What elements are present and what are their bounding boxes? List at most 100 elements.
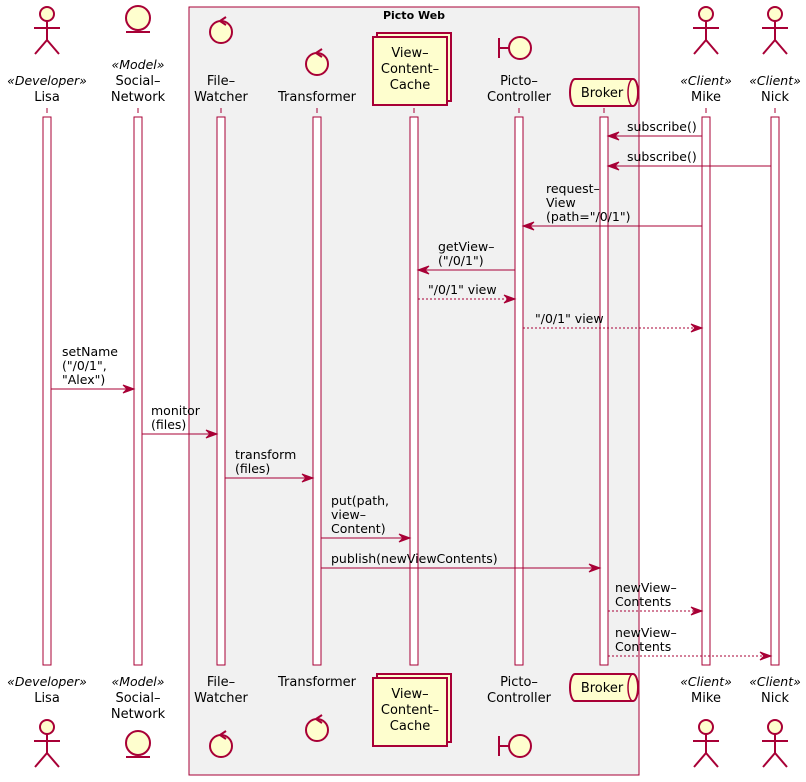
- participant-name: Cache: [390, 719, 430, 734]
- message-label: subscribe(): [627, 119, 697, 134]
- participant-file_watcher-top: File–Watcher: [194, 16, 249, 105]
- participant-name: Broker: [581, 86, 624, 101]
- participant-lisa-bottom: «Developer»Lisa: [7, 674, 87, 768]
- participant-view_content_cache-bottom: View–Content–Cache: [372, 673, 452, 747]
- picto-web-box-title: Picto Web: [383, 9, 445, 22]
- participant-name: Network: [111, 707, 166, 722]
- message-arrowhead: [205, 429, 219, 439]
- message-6: "/0/1" view: [523, 311, 704, 333]
- message-label: view–: [331, 507, 366, 522]
- participant-name: Nick: [761, 691, 789, 706]
- message-label: newView–: [615, 625, 677, 640]
- participant-name: Network: [111, 90, 166, 105]
- message-label: subscribe(): [627, 149, 697, 164]
- message-arrowhead: [588, 563, 602, 573]
- stereotype-label: «Client»: [680, 674, 732, 689]
- participant-file_watcher-bottom: File–Watcher: [194, 675, 249, 758]
- participant-name: Content–: [381, 703, 439, 718]
- message-label: put(path,: [331, 493, 389, 508]
- message-label: Contents: [615, 594, 671, 609]
- participant-name: Picto–: [500, 74, 538, 89]
- message-7: setName("/0/1","Alex"): [51, 344, 136, 394]
- participant-picto_controller-top: Picto–Controller: [487, 36, 552, 105]
- message-label: "/0/1" view: [535, 311, 604, 326]
- stereotype-label: «Developer»: [7, 674, 87, 689]
- participant-name: Broker: [581, 681, 624, 696]
- message-1: subscribe(): [606, 119, 702, 141]
- message-3: request–View(path="/0/1"): [521, 181, 702, 231]
- message-arrowhead: [690, 323, 704, 333]
- activation-bar-nick: [770, 116, 780, 666]
- participant-nick-top: «Client» Nick: [749, 6, 801, 105]
- message-arrowhead: [301, 473, 315, 483]
- message-11: publish(newViewContents): [321, 551, 602, 573]
- activation-bar-lisa: [42, 116, 52, 666]
- participant-name: Controller: [487, 90, 552, 105]
- participant-view_content_cache-top: View–Content–Cache: [372, 32, 452, 106]
- stereotype-label: «Client»: [680, 73, 732, 88]
- message-arrowhead: [416, 265, 430, 275]
- stereotype-label: «Client»: [749, 674, 801, 689]
- participant-mike-top: «Client»Mike: [680, 6, 732, 105]
- message-label: ("/0/1",: [62, 358, 107, 373]
- message-arrowhead: [521, 221, 535, 231]
- message-label: transform: [235, 447, 296, 462]
- message-2: subscribe(): [606, 149, 771, 171]
- message-5: "/0/1" view: [418, 282, 517, 304]
- message-label: publish(newViewContents): [331, 551, 498, 566]
- message-arrowhead: [759, 651, 773, 661]
- message-label: "Alex"): [62, 372, 105, 387]
- participant-name: Social–: [115, 691, 160, 706]
- message-label: request–: [546, 181, 600, 196]
- participant-name: File–: [207, 675, 235, 690]
- participant-name: Cache: [390, 78, 430, 93]
- participant-name: Nick: [761, 90, 789, 105]
- message-label: (files): [151, 417, 186, 432]
- participant-lisa-top: «Developer»Lisa: [7, 6, 87, 105]
- message-label: setName: [62, 344, 118, 359]
- message-arrowhead: [606, 161, 620, 171]
- activation-bar-broker: [599, 116, 609, 666]
- participant-mike-bottom: «Client» Mike: [680, 674, 732, 768]
- participant-name: Watcher: [194, 691, 248, 706]
- activation-bar-mike: [701, 116, 711, 666]
- participant-name: Picto–: [500, 675, 538, 690]
- message-label: Content): [331, 521, 386, 536]
- message-4: getView–("/0/1"): [416, 239, 515, 275]
- participant-transformer-bottom: Transformer: [277, 675, 357, 742]
- message-13: newView–Contents: [608, 625, 773, 661]
- participant-name: Transformer: [277, 90, 357, 105]
- participant-name: Transformer: [277, 675, 357, 690]
- participant-name: Social–: [115, 74, 160, 89]
- participant-nick-bottom: «Client» Nick: [749, 674, 801, 768]
- participant-picto_controller-bottom: Picto–Controller: [487, 675, 552, 758]
- message-arrowhead: [398, 533, 412, 543]
- participant-name: Content–: [381, 62, 439, 77]
- message-label: "/0/1" view: [428, 282, 497, 297]
- message-label: (files): [235, 461, 270, 476]
- message-label: (path="/0/1"): [546, 209, 630, 224]
- participant-name: View–: [391, 687, 428, 702]
- stereotype-label: «Client»: [749, 73, 801, 88]
- message-9: transform(files): [225, 447, 315, 483]
- activation-bar-social_network: [133, 116, 143, 666]
- participant-name: File–: [207, 74, 235, 89]
- participant-name: Watcher: [194, 90, 248, 105]
- message-label: monitor: [151, 403, 201, 418]
- activation-bar-transformer: [312, 116, 322, 666]
- stereotype-label: «Developer»: [7, 73, 87, 88]
- participant-social_network-bottom: «Model»Social–Network: [111, 674, 166, 758]
- participant-transformer-top: Transformer: [277, 48, 357, 105]
- message-label: ("/0/1"): [438, 253, 484, 268]
- activation-bar-file_watcher: [216, 116, 226, 666]
- message-arrowhead: [690, 606, 704, 616]
- activation-bar-view_content_cache: [409, 116, 419, 666]
- message-label: View: [546, 195, 576, 210]
- participant-name: View–: [391, 46, 428, 61]
- message-label: Contents: [615, 639, 671, 654]
- message-12: newView–Contents: [608, 580, 704, 616]
- message-label: getView–: [438, 239, 494, 254]
- participant-broker-bottom: Broker: [569, 673, 639, 702]
- participant-name: Mike: [691, 691, 721, 706]
